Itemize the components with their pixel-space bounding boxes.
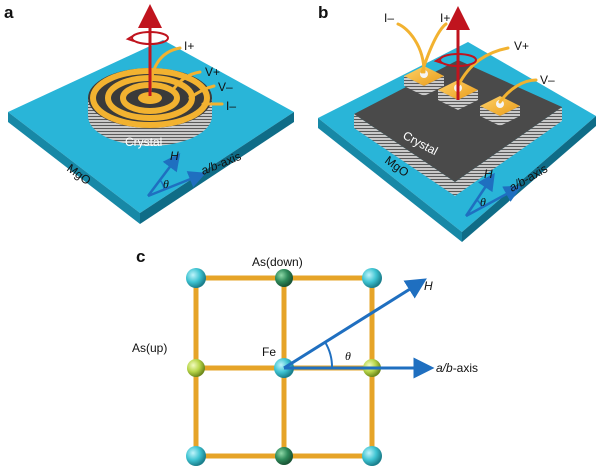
panel-c-label: c	[136, 247, 145, 266]
rotation-arrowhead-b	[433, 57, 443, 64]
rotation-circle-a	[131, 31, 169, 45]
panel-c: c As(down) As(up) Fe	[132, 247, 478, 466]
angle-label-c: θ	[345, 349, 351, 363]
angle-label-b: θ	[480, 195, 486, 209]
crystal-label-a: Crystal	[125, 135, 162, 149]
contact-pads-b	[404, 66, 520, 126]
contact-label-a-0: I+	[184, 39, 194, 53]
as-down-label: As(down)	[252, 255, 303, 269]
field-vectors-a	[147, 153, 207, 198]
fe-atom	[186, 446, 206, 466]
contact-label-a-1: V+	[205, 65, 220, 79]
angle-label-a: θ	[163, 177, 169, 191]
fe-atom	[362, 268, 382, 288]
fe-atom	[362, 446, 382, 466]
as-up-label: As(up)	[132, 341, 167, 355]
rotation-arrowhead-a	[125, 35, 135, 42]
rotation-circle-b	[439, 53, 477, 67]
fe-atom	[186, 268, 206, 288]
panel-b: b Crystal	[318, 3, 596, 242]
fe-label: Fe	[262, 345, 276, 359]
panel-a-label: a	[4, 3, 14, 22]
contact-label-b-3: V–	[540, 73, 555, 87]
contact-label-a-3: I–	[226, 99, 236, 113]
axis-label-b: a/b-axis	[507, 161, 550, 194]
field-label-b: H	[484, 167, 493, 181]
as-down-atom	[275, 269, 293, 287]
field-label-a: H	[170, 149, 179, 163]
panel-a: a Crystal I+ V+ V– I–	[4, 3, 294, 224]
contact-label-b-1: I+	[440, 11, 450, 25]
contact-label-b-2: V+	[514, 39, 529, 53]
as-down-atom	[275, 447, 293, 465]
as-up-atom	[187, 359, 205, 377]
angle-arc-c	[324, 341, 334, 369]
field-vectors-b	[464, 172, 522, 218]
contact-label-a-2: V–	[218, 80, 233, 94]
field-vector-c	[283, 278, 427, 370]
contact-label-b-0: I–	[384, 11, 394, 25]
field-label-c: H	[424, 279, 433, 293]
as-down-atoms	[275, 269, 293, 465]
axis-label-c: a/b-axis	[436, 361, 478, 375]
fe-atoms	[186, 268, 382, 466]
panel-b-label: b	[318, 3, 328, 22]
lead-wires-b	[396, 22, 538, 104]
